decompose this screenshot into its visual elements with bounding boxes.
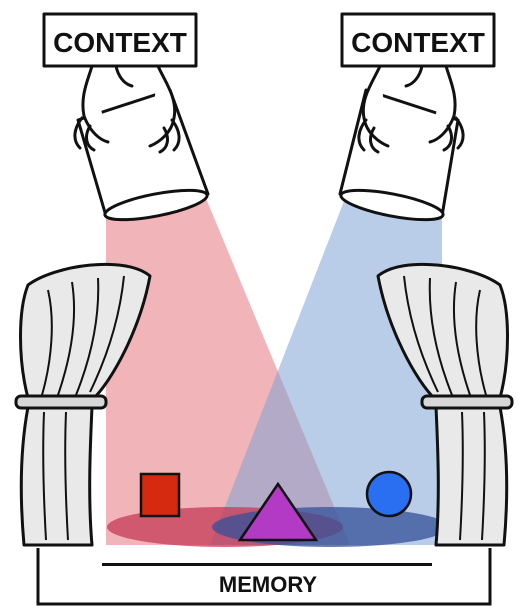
red-square: [139, 472, 181, 518]
right-spotlight: CONTEXT: [338, 12, 496, 222]
right-curtain: [376, 262, 514, 547]
left-curtain: [14, 262, 152, 547]
memory-label: MEMORY: [219, 572, 318, 597]
purple-triangle: [237, 481, 319, 542]
context-sign-right: [340, 12, 496, 68]
context-label-left: CONTEXT: [53, 27, 187, 58]
context-sign-left: [42, 12, 198, 68]
left-spotlight: CONTEXT: [42, 12, 210, 222]
memory-stage: MEMORY: [36, 548, 492, 606]
context-label-right: CONTEXT: [351, 27, 485, 58]
blue-circle: [365, 470, 413, 518]
